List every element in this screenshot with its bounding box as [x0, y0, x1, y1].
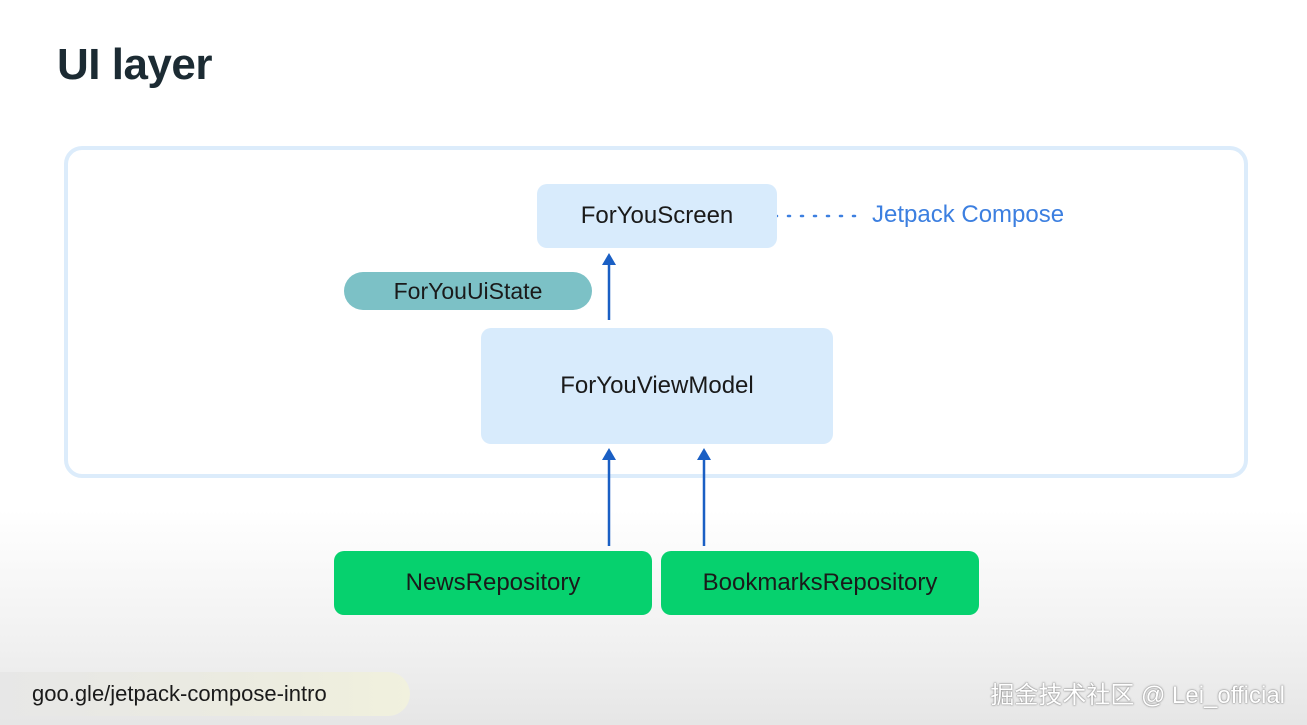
- for-you-ui-state-pill: ForYouUiState: [344, 272, 592, 310]
- bookmarks-repository-box: BookmarksRepository: [661, 551, 979, 615]
- watermark: 掘金技术社区 @ Lei_official: [990, 682, 1285, 709]
- url-link[interactable]: goo.gle/jetpack-compose-intro: [0, 672, 410, 716]
- url-text: goo.gle/jetpack-compose-intro: [32, 681, 327, 706]
- slide-title: UI layer: [57, 40, 212, 89]
- for-you-screen-box: ForYouScreen: [537, 184, 777, 248]
- for-you-viewmodel-box: ForYouViewModel: [481, 328, 833, 444]
- jetpack-compose-label: Jetpack Compose: [872, 201, 1065, 228]
- news-repository-box: NewsRepository: [334, 551, 652, 615]
